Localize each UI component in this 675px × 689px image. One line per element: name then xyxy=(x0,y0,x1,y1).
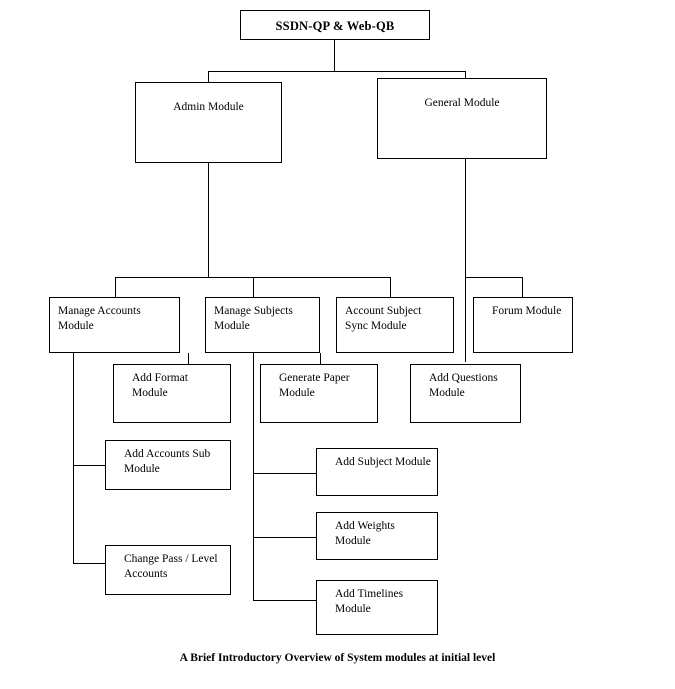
node-add-questions-module[interactable]: Add Questions Module xyxy=(410,364,521,423)
node-forum-module[interactable]: Forum Module xyxy=(473,297,573,353)
node-label: SSDN-QP & Web-QB xyxy=(275,19,395,33)
node-manage-subjects-module[interactable]: Manage Subjects Module xyxy=(205,297,320,353)
node-account-subject-sync-module[interactable]: Account Subject Sync Module xyxy=(336,297,454,353)
node-label: Change Pass / Level Accounts xyxy=(124,553,218,581)
connector-manage-accounts-trunk xyxy=(73,353,74,563)
diagram-caption: A Brief Introductory Overview of System … xyxy=(179,652,496,664)
connector-forum-branch xyxy=(465,277,523,278)
node-label: Account Subject Sync Module xyxy=(345,305,422,333)
node-add-format-module[interactable]: Add Format Module xyxy=(113,364,231,423)
connector-general-trunk xyxy=(465,159,466,362)
connector-to-add-weights xyxy=(253,537,316,538)
connector-manage-subjects-trunk xyxy=(253,353,254,600)
node-label: Admin Module xyxy=(173,101,244,113)
connector-to-generate-paper xyxy=(320,353,321,364)
node-label: Add Subject Module xyxy=(335,456,431,468)
connector-root-stem xyxy=(334,40,335,72)
node-change-pass-level-accounts[interactable]: Change Pass / Level Accounts xyxy=(105,545,231,595)
node-label: General Module xyxy=(424,97,500,109)
node-label: Manage Subjects Module xyxy=(214,305,293,333)
connector-to-manage-accounts xyxy=(115,277,116,297)
node-admin-module[interactable]: Admin Module xyxy=(135,82,282,163)
node-add-subject-module[interactable]: Add Subject Module xyxy=(316,448,438,496)
node-label: Add Weights Module xyxy=(335,520,395,548)
node-generate-paper-module[interactable]: Generate Paper Module xyxy=(260,364,378,423)
connector-to-admin-module xyxy=(208,71,209,82)
connector-to-add-subject xyxy=(253,473,316,474)
node-general-module[interactable]: General Module xyxy=(377,78,547,159)
connector-to-add-timelines xyxy=(253,600,316,601)
connector-to-general-module xyxy=(465,71,466,82)
node-label: Generate Paper Module xyxy=(279,372,350,400)
connector-to-account-subject-sync xyxy=(390,277,391,297)
node-add-timelines-module[interactable]: Add Timelines Module xyxy=(316,580,438,635)
node-label: Add Timelines Module xyxy=(335,588,404,616)
connector-to-add-format xyxy=(188,353,189,364)
node-ssdn-qp-web-qb[interactable]: SSDN-QP & Web-QB xyxy=(240,10,430,40)
node-add-weights-module[interactable]: Add Weights Module xyxy=(316,512,438,560)
node-manage-accounts-module[interactable]: Manage Accounts Module xyxy=(49,297,180,353)
node-label: Manage Accounts Module xyxy=(58,305,141,333)
connector-to-change-pass-level xyxy=(73,563,105,564)
connector-to-add-accounts-sub xyxy=(73,465,105,466)
node-label: Add Accounts Sub Module xyxy=(124,448,211,476)
connector-admin-trunk xyxy=(208,163,209,278)
connector-to-manage-subjects xyxy=(253,277,254,297)
node-label: Add Questions Module xyxy=(429,372,498,400)
node-label: Forum Module xyxy=(492,305,562,317)
connector-level2-bus xyxy=(208,71,465,72)
node-label: Add Format Module xyxy=(132,372,188,400)
node-add-accounts-sub-module[interactable]: Add Accounts Sub Module xyxy=(105,440,231,490)
connector-to-forum-module xyxy=(522,277,523,297)
